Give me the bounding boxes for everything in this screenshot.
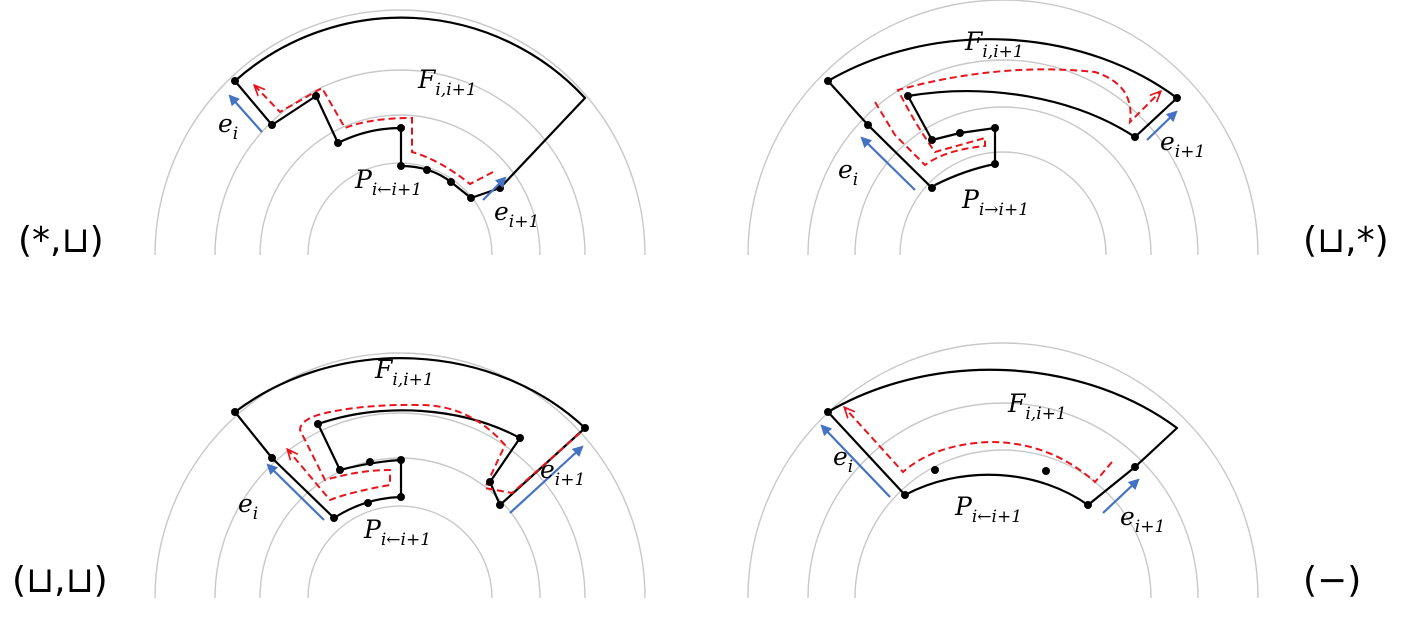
edge-label-ei: ei <box>838 155 858 190</box>
guide-circles <box>747 342 1259 599</box>
path-label: Pi←i+1 <box>954 492 1022 527</box>
edge-label-ei1: ei+1 <box>494 197 539 232</box>
edge-arrow-ei1 <box>1146 110 1178 141</box>
node <box>928 184 936 192</box>
node <box>496 501 504 509</box>
node <box>423 166 431 174</box>
node <box>864 121 872 129</box>
node <box>231 77 239 85</box>
edge-label-ei1: ei+1 <box>1120 502 1165 537</box>
node <box>1042 467 1050 475</box>
node <box>467 194 475 202</box>
node <box>268 454 276 462</box>
node <box>312 92 320 100</box>
node <box>931 466 939 474</box>
node <box>366 458 374 466</box>
node <box>447 178 455 186</box>
edge-label-ei: ei <box>238 489 258 524</box>
dashed-traversal <box>288 403 581 502</box>
dashed-traversal <box>845 408 1113 484</box>
guide-circles <box>154 9 646 256</box>
node <box>268 121 276 129</box>
node <box>516 434 524 442</box>
node <box>330 514 338 522</box>
case-label: (⊔,⊔) <box>12 560 108 601</box>
nodes <box>824 77 1181 192</box>
guide-circles <box>747 0 1259 256</box>
edge-arrow-ei <box>860 136 916 191</box>
case-label: (⊔,*) <box>1303 220 1389 261</box>
node <box>956 129 964 137</box>
edge-arrow-ei1 <box>1102 478 1140 514</box>
node <box>336 466 344 474</box>
face-label: Fi,i+1 <box>964 27 1024 62</box>
nodes <box>231 408 589 522</box>
nodes <box>824 408 1139 509</box>
path-label: Pi→i+1 <box>961 185 1029 220</box>
node <box>824 408 832 416</box>
node <box>991 124 999 132</box>
edge-arrow-ei1 <box>509 445 584 514</box>
node <box>334 139 342 147</box>
node <box>1173 94 1181 102</box>
node <box>397 493 405 501</box>
panel-2: Fi,i+1 Pi→i+1 ei ei+1 (⊔,*) <box>747 0 1389 261</box>
dashed-traversal <box>255 86 494 186</box>
panel-4: Fi,i+1 Pi←i+1 ei ei+1 (−) <box>747 342 1361 601</box>
edge-arrow-ei <box>820 424 891 498</box>
path-label: Pi←i+1 <box>363 515 431 550</box>
edge-label-ei1: ei+1 <box>540 455 585 490</box>
panel-1: Fi,i+1 Pi←i+1 ei ei+1 (*,⊔) <box>18 9 646 261</box>
node <box>991 160 999 168</box>
path-label: Pi←i+1 <box>354 165 422 200</box>
case-label: (−) <box>1303 560 1361 601</box>
node <box>824 77 832 85</box>
dashed-traversal <box>874 68 1160 167</box>
face-boundary <box>827 368 1179 507</box>
node <box>581 424 589 432</box>
edge-arrow-ei1 <box>482 176 507 201</box>
face-label: Fi,i+1 <box>417 65 477 100</box>
node <box>1131 133 1139 141</box>
edge-label-ei: ei <box>218 109 238 144</box>
edge-label-ei1: ei+1 <box>1160 127 1205 162</box>
case-label: (*,⊔) <box>18 220 104 261</box>
node <box>397 456 405 464</box>
node <box>1084 501 1092 509</box>
node <box>364 499 372 507</box>
panel-3: Fi,i+1 Pi←i+1 ei ei+1 (⊔,⊔) <box>12 352 646 601</box>
node <box>231 408 239 416</box>
face-label: Fi,i+1 <box>1007 389 1067 424</box>
face-label: Fi,i+1 <box>374 355 434 390</box>
edge-arrow-ei <box>228 94 263 133</box>
node <box>314 420 322 428</box>
node <box>1131 463 1139 471</box>
node <box>486 478 494 486</box>
node <box>928 136 936 144</box>
node <box>904 92 912 100</box>
node <box>901 491 909 499</box>
edge-label-ei: ei <box>833 442 853 477</box>
node <box>397 162 405 170</box>
edge-arrow-ei <box>266 463 325 521</box>
node <box>397 124 405 132</box>
